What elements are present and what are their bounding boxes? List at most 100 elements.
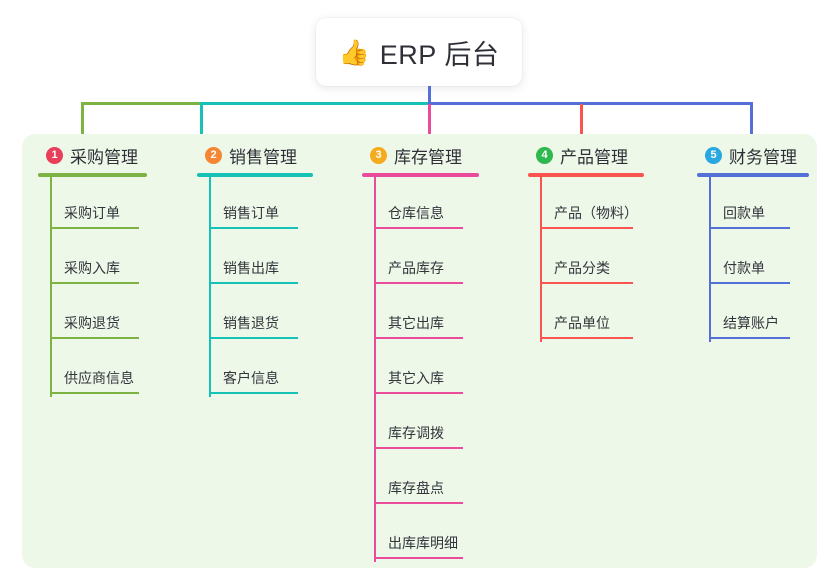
branch-badge-5: 5 [705, 146, 722, 164]
branch-badge-2: 2 [205, 146, 222, 164]
leaf-item-label: 结算账户 [723, 315, 779, 331]
leaf-item-label: 产品单位 [554, 315, 610, 331]
leaf-item[interactable]: 销售出库 [197, 232, 313, 287]
branch-header-4[interactable]: 4 产品管理 [528, 143, 644, 167]
branch-title-1: 采购管理 [70, 147, 138, 167]
bus-segment-2 [200, 102, 430, 105]
leaf-item-rule [375, 282, 463, 284]
leaf-item-label: 回款单 [723, 205, 765, 221]
branch-panel [22, 134, 817, 568]
leaf-item-label: 产品分类 [554, 260, 610, 276]
leaf-item-label: 产品（物料） [554, 205, 638, 221]
drop-connector-3 [428, 104, 431, 144]
leaf-item[interactable]: 库存调拨 [362, 397, 479, 452]
leaf-item-label: 付款单 [723, 260, 765, 276]
leaf-item[interactable]: 付款单 [697, 232, 809, 287]
leaf-item[interactable]: 其它出库 [362, 287, 479, 342]
branch-header-5[interactable]: 5 财务管理 [697, 143, 809, 167]
leaf-item[interactable]: 客户信息 [197, 342, 313, 397]
branch-badge-3: 3 [370, 146, 387, 164]
leaf-item[interactable]: 供应商信息 [38, 342, 147, 397]
root-node[interactable]: 👍 ERP 后台 [316, 18, 522, 86]
drop-connector-4 [580, 104, 583, 144]
branch-column-3: 3 库存管理仓库信息产品库存其它出库其它入库库存调拨库存盘点出库库明细 [362, 143, 479, 562]
leaf-item-rule [710, 282, 790, 284]
drop-connector-5 [750, 104, 753, 144]
branch-items-4: 产品（物料） 产品分类产品单位 [528, 177, 644, 342]
leaf-item-label: 库存调拨 [388, 425, 444, 441]
thumbs-up-icon: 👍 [338, 38, 370, 67]
leaf-item-rule [375, 502, 463, 504]
branch-title-4: 产品管理 [560, 147, 628, 167]
leaf-item-rule [51, 282, 139, 284]
leaf-item-rule [375, 447, 463, 449]
leaf-item[interactable]: 产品单位 [528, 287, 644, 342]
leaf-item-label: 其它入库 [388, 370, 444, 386]
leaf-item-rule [710, 337, 790, 339]
leaf-item[interactable]: 产品库存 [362, 232, 479, 287]
bus-segment-3 [428, 102, 753, 105]
leaf-item[interactable]: 结算账户 [697, 287, 809, 342]
branch-badge-4: 4 [536, 146, 553, 164]
branch-spine-2 [209, 177, 211, 397]
branch-items-1: 采购订单采购入库采购退货供应商信息 [38, 177, 147, 397]
leaf-item-label: 销售订单 [223, 205, 279, 221]
leaf-item[interactable]: 其它入库 [362, 342, 479, 397]
branch-items-3: 仓库信息产品库存其它出库其它入库库存调拨库存盘点出库库明细 [362, 177, 479, 562]
leaf-item-rule [210, 337, 298, 339]
branch-spine-1 [50, 177, 52, 397]
branch-underline-4 [528, 173, 644, 177]
branch-title-3: 库存管理 [394, 147, 462, 167]
leaf-item[interactable]: 产品（物料） [528, 177, 644, 232]
branch-spine-3 [374, 177, 376, 562]
drop-connector-2 [200, 104, 203, 144]
leaf-item-rule [375, 227, 463, 229]
leaf-item-rule [710, 227, 790, 229]
branch-underline-1 [38, 173, 147, 177]
leaf-item-rule [51, 337, 139, 339]
leaf-item[interactable]: 采购订单 [38, 177, 147, 232]
leaf-item-label: 供应商信息 [64, 370, 134, 386]
leaf-item-rule [51, 227, 139, 229]
leaf-item[interactable]: 仓库信息 [362, 177, 479, 232]
branch-header-3[interactable]: 3 库存管理 [362, 143, 479, 167]
leaf-item-label: 销售出库 [223, 260, 279, 276]
branch-underline-5 [697, 173, 809, 177]
leaf-item[interactable]: 回款单 [697, 177, 809, 232]
leaf-item-rule [210, 227, 298, 229]
leaf-item[interactable]: 销售退货 [197, 287, 313, 342]
root-stem-connector [428, 86, 431, 104]
branch-underline-2 [197, 173, 313, 177]
branch-column-4: 4 产品管理产品（物料） 产品分类产品单位 [528, 143, 644, 342]
leaf-item-label: 仓库信息 [388, 205, 444, 221]
leaf-item[interactable]: 产品分类 [528, 232, 644, 287]
leaf-item[interactable]: 采购入库 [38, 232, 147, 287]
branch-spine-5 [709, 177, 711, 342]
branch-spine-4 [540, 177, 542, 342]
leaf-item-label: 采购入库 [64, 260, 120, 276]
root-title: ERP 后台 [379, 39, 500, 70]
leaf-item[interactable]: 库存盘点 [362, 452, 479, 507]
leaf-item-rule [210, 282, 298, 284]
branch-underline-3 [362, 173, 479, 177]
leaf-item-rule [541, 337, 633, 339]
leaf-item-rule [51, 392, 139, 394]
leaf-item-label: 客户信息 [223, 370, 279, 386]
branch-items-2: 销售订单销售出库销售退货客户信息 [197, 177, 313, 397]
leaf-item-rule [210, 392, 298, 394]
branch-column-5: 5 财务管理回款单付款单结算账户 [697, 143, 809, 342]
leaf-item[interactable]: 采购退货 [38, 287, 147, 342]
leaf-item-rule [375, 337, 463, 339]
branch-title-5: 财务管理 [729, 147, 797, 167]
leaf-item-rule [541, 282, 633, 284]
leaf-item[interactable]: 销售订单 [197, 177, 313, 232]
leaf-item[interactable]: 出库库明细 [362, 507, 479, 562]
leaf-item-label: 其它出库 [388, 315, 444, 331]
leaf-item-label: 采购订单 [64, 205, 120, 221]
leaf-item-label: 库存盘点 [388, 480, 444, 496]
